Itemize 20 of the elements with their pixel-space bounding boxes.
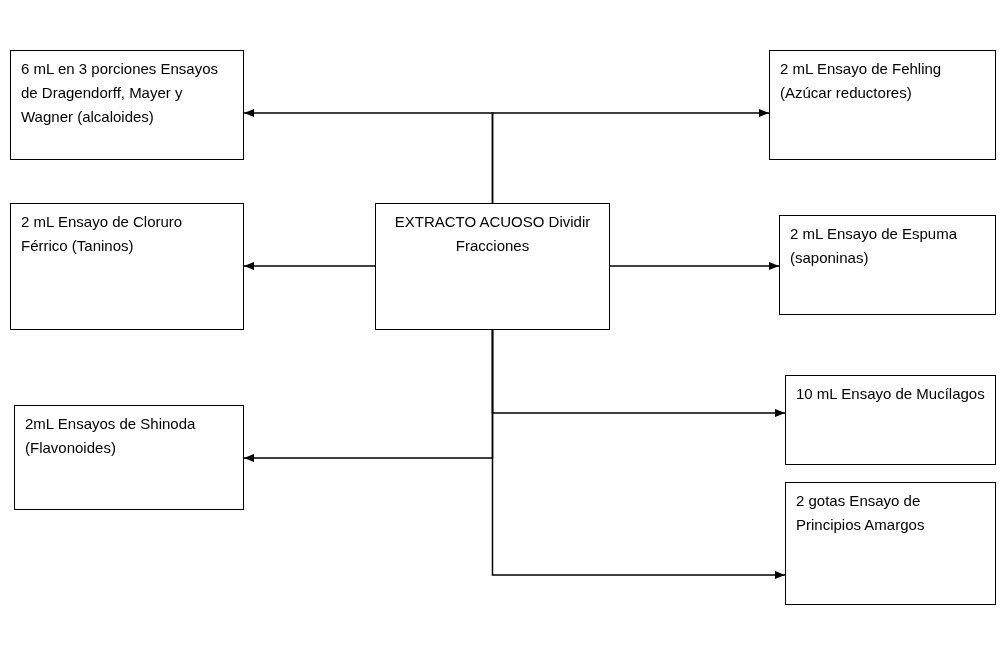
arrow [491, 329, 786, 579]
box-text: 2 mL Ensayo de Fehling (Azúcar reductores) [780, 59, 943, 103]
arrow [491, 109, 770, 204]
process-box [10, 203, 244, 330]
box-text: 2 mL Ensayo de Espuma (saponinas) [790, 224, 959, 268]
arrow [609, 262, 780, 270]
box-text: 2 mL Ensayo de Cloruro Férrico (Taninos) [21, 212, 184, 256]
process-box [10, 50, 244, 160]
box-text: 6 mL en 3 porciones Ensayos de Dragendorff, Mayer y Wagner (alcaloides) [21, 59, 220, 127]
box-text: 2 gotas Ensayo de Principios Amargos [796, 491, 926, 535]
process-box [785, 482, 996, 605]
process-box [769, 50, 996, 160]
box-text: 10 mL Ensayo de Mucílagos [796, 384, 985, 404]
process-box [375, 203, 610, 330]
box-text: 2mL Ensayos de Shinoda (Flavonoides) [25, 414, 197, 458]
process-box [779, 215, 996, 315]
arrow [243, 262, 376, 270]
box-text: EXTRACTO ACUOSO Dividir Fracciones [393, 212, 592, 256]
process-box [14, 405, 244, 510]
process-box [785, 375, 996, 465]
